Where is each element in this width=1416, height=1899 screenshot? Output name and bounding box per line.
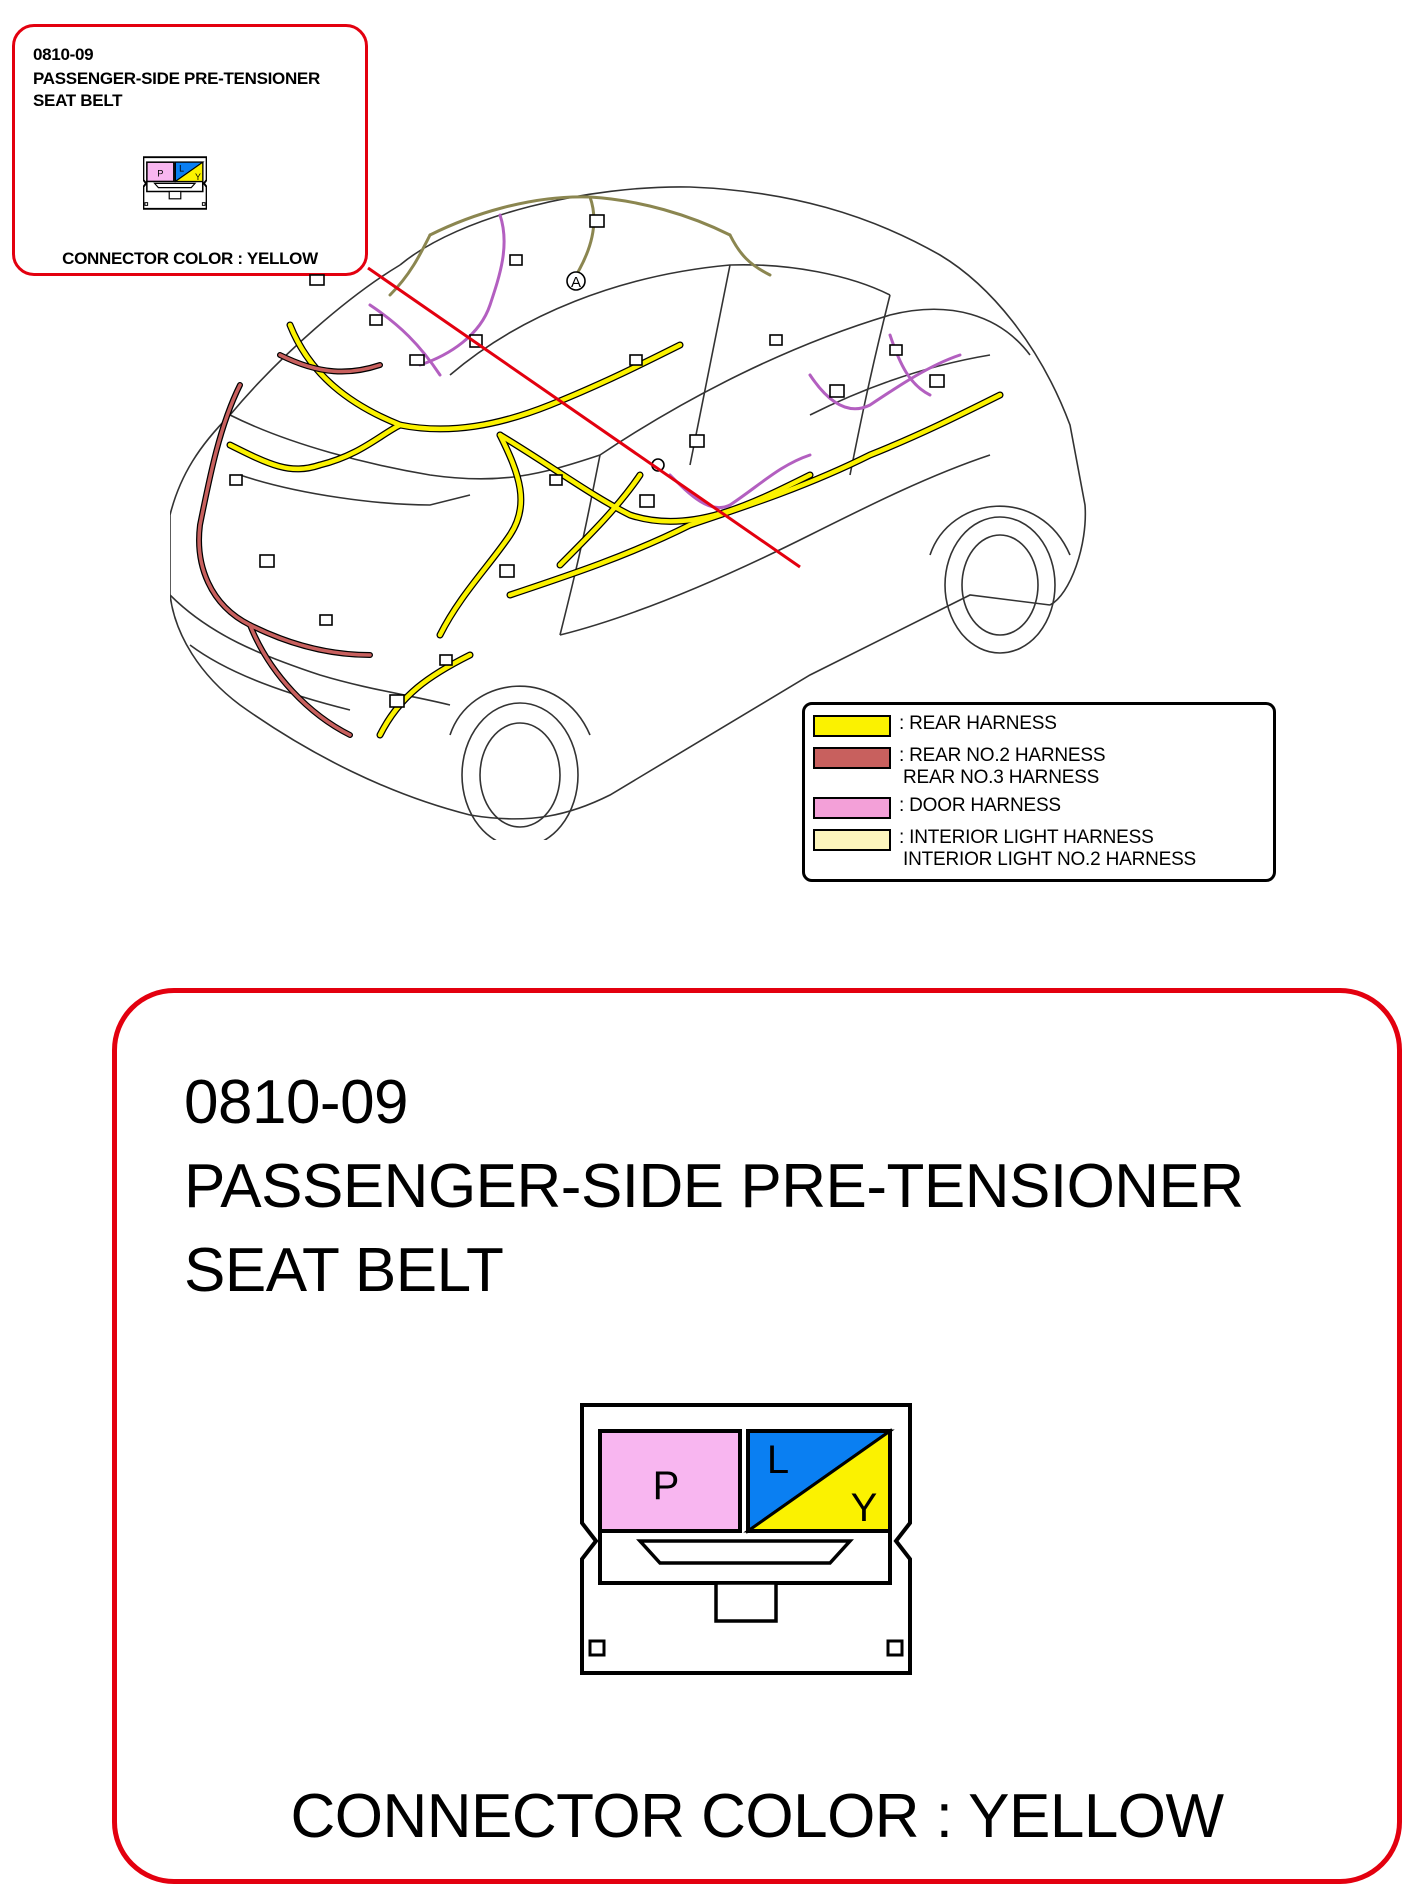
door-harness-wiring [368,213,962,510]
legend-label-interior-light-harness: : INTERIOR LIGHT HARNESS [899,827,1154,848]
terminal-p-letter: P [653,1464,680,1508]
mini-terminal-y [173,161,204,183]
legend-label-rear-harness: : REAR HARNESS [899,713,1057,734]
legend-label-rear-no3-harness: REAR NO.3 HARNESS [903,767,1100,788]
connector-face: P L Y [580,1403,912,1675]
connector-title-line1: PASSENGER-SIDE PRE-TENSIONER [184,1152,1244,1221]
connector-color-label: CONNECTOR COLOR : YELLOW [290,1782,1224,1851]
connector-title-line2: SEAT BELT [184,1236,504,1305]
connector-code: 0810-09 [184,1068,409,1137]
legend-swatch-interior-light-harness [813,829,891,851]
legend-label-door-harness: : DOOR HARNESS [899,795,1061,816]
mini-terminal-p [146,161,175,183]
terminal-p [598,1429,742,1533]
legend-label-interior-light-no2-harness: INTERIOR LIGHT NO.2 HARNESS [903,849,1197,870]
legend-swatch-rear-harness [813,715,891,737]
mini-connector-title-line1: PASSENGER-SIDE PRE-TENSIONER [33,69,320,88]
legend-swatch-door-harness [813,797,891,819]
terminal-l-letter: L [767,1438,789,1482]
target-connector-location [651,458,665,472]
rear-harness-wiring [226,321,1004,739]
mini-terminal-y-letter: Y [195,172,201,182]
mini-connector-code: 0810-09 [33,45,94,64]
terminal-y-letter: Y [851,1486,878,1530]
mini-terminal-l-letter: L [179,163,184,173]
legend-swatch-rear-no2-harness [813,747,891,769]
mini-connector-color-label: CONNECTOR COLOR : YELLOW [62,249,318,268]
legend-label-rear-no2-harness: : REAR NO.2 HARNESS [899,745,1106,766]
mini-connector-title-line2: SEAT BELT [33,91,123,110]
location-marker-a-label: A [571,274,581,291]
mini-terminal-p-letter: P [157,168,163,178]
connector-detail-callout: 0810-09 PASSENGER-SIDE PRE-TENSIONER SEA… [112,988,1402,1884]
mini-connector-callout: 0810-09 PASSENGER-SIDE PRE-TENSIONER SEA… [12,24,368,276]
rear-no2-harness-wiring [196,352,383,738]
mini-connector-face: P L Y [143,156,207,210]
harness-legend: : REAR HARNESS : REAR NO.2 HARNESS REAR … [802,702,1276,882]
